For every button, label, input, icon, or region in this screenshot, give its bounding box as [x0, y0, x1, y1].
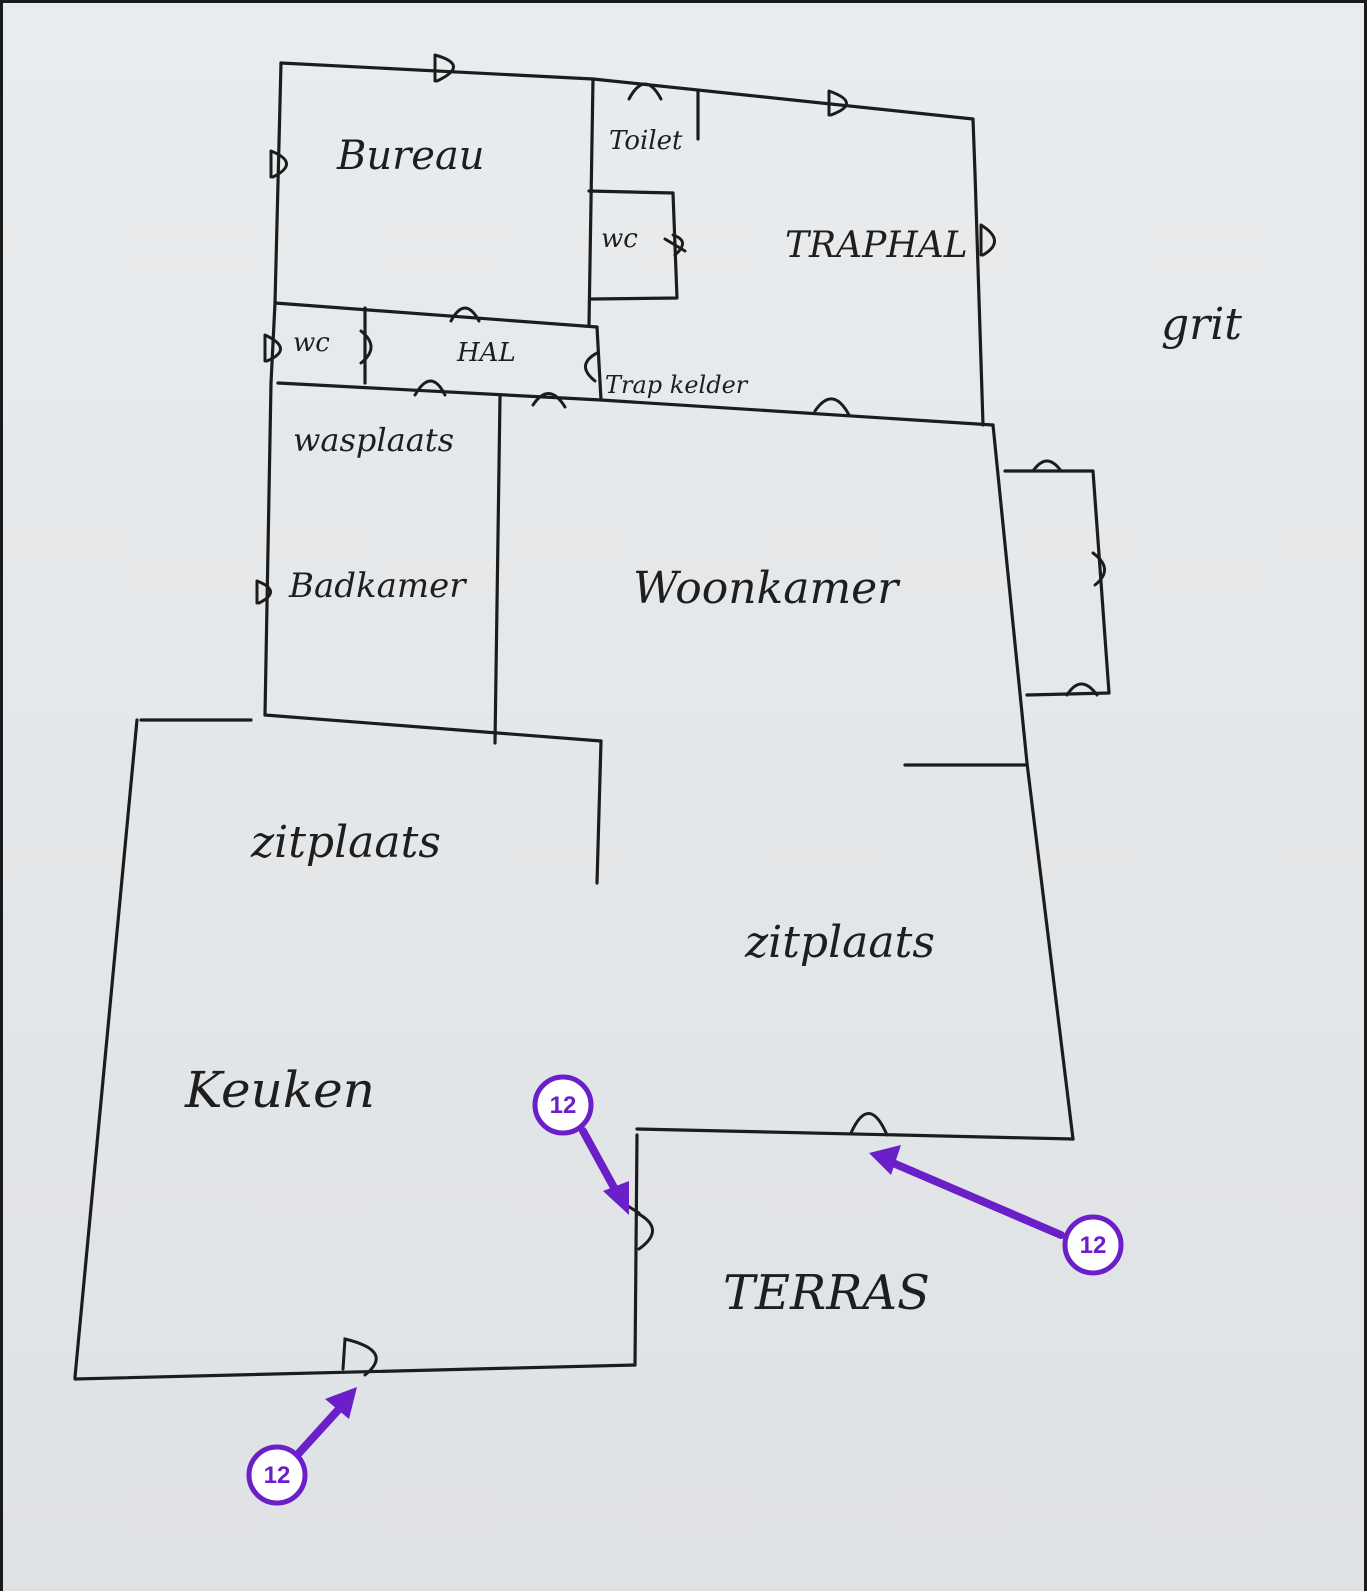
wall-trapkelder	[595, 325, 603, 402]
door-hal-top	[449, 306, 481, 323]
door-bureau-left	[269, 149, 288, 179]
wall-keuken-bottom	[73, 1363, 637, 1381]
door-traphal-right	[979, 223, 996, 257]
label-trapkelder: Trap kelder	[605, 371, 749, 399]
door-bureau-top	[433, 53, 455, 83]
doors	[255, 53, 1106, 1377]
door-woonkamer-top-left	[531, 392, 567, 409]
arrow-2	[889, 1159, 1065, 1239]
marker-3-label: 12	[264, 1462, 291, 1489]
wall-keuken-left	[73, 718, 139, 1379]
wall-zitplaats-divider	[595, 739, 603, 885]
label-wc-left: wc	[293, 328, 330, 358]
door-trapkelder	[584, 351, 599, 383]
label-toilet: Toilet	[609, 126, 683, 156]
wall-hal-top	[273, 301, 599, 329]
door-badkamer	[255, 579, 272, 605]
arrow-3	[295, 1405, 343, 1457]
label-bureau: Bureau	[336, 133, 485, 179]
door-woonkamer-terras	[849, 1112, 889, 1137]
marker-2-label: 12	[1080, 1232, 1107, 1259]
door-wc-left-outer	[263, 333, 282, 363]
label-grit: grit	[1161, 299, 1242, 350]
door-traphal-top	[827, 89, 848, 117]
door-wc-top	[663, 233, 687, 257]
label-wasplaats: wasplaats	[293, 421, 454, 459]
wall-bureau-right	[587, 77, 595, 327]
door-wc-left-inner	[359, 329, 373, 365]
arrow-3-head	[325, 1387, 357, 1419]
label-wc-top: wc	[601, 224, 638, 254]
walls	[73, 61, 1111, 1381]
door-woonkamer-top-right	[813, 397, 851, 417]
door-wasplaats	[413, 379, 447, 397]
wall-woonkamer-right	[991, 423, 1075, 1141]
room-labels: Bureau Toilet wc TRAPHAL wc HAL Trap kel…	[184, 126, 1242, 1321]
door-annex-right	[1091, 551, 1106, 587]
marker-2: 12	[1062, 1214, 1124, 1276]
floor-plan-drawing: Bureau Toilet wc TRAPHAL wc HAL Trap kel…	[73, 53, 1242, 1506]
marker-1: 12	[532, 1074, 594, 1136]
door-keuken-bottom	[341, 1337, 378, 1377]
wall-badkamer-right	[493, 395, 502, 745]
marker-3: 12	[246, 1444, 308, 1506]
wall-annex	[1003, 469, 1111, 697]
label-zitplaats-left: zitplaats	[250, 817, 441, 868]
label-keuken: Keuken	[184, 1061, 375, 1119]
wall-top	[279, 61, 977, 175]
label-terras: TERRAS	[723, 1265, 930, 1321]
door-toilet-top	[627, 82, 663, 101]
wall-terras-top	[635, 1127, 1075, 1141]
wall-bureau-left	[263, 61, 283, 717]
door-annex-top	[1031, 459, 1063, 473]
wall-traphal-right	[973, 171, 985, 427]
arrow-1-head	[603, 1181, 629, 1215]
label-woonkamer: Woonkamer	[633, 563, 901, 614]
label-traphal: TRAPHAL	[785, 225, 968, 266]
wall-keuken-terras	[633, 1133, 639, 1367]
arrow-1	[579, 1127, 621, 1197]
arrow-2-head	[869, 1145, 901, 1175]
label-hal: HAL	[456, 338, 516, 368]
label-zitplaats-right: zitplaats	[744, 917, 935, 968]
marker-1-label: 12	[550, 1092, 577, 1119]
wall-badkamer-bottom	[263, 713, 603, 743]
door-annex-bottom	[1065, 682, 1099, 697]
annotation-arrows	[295, 1127, 1065, 1457]
label-badkamer: Badkamer	[288, 566, 467, 606]
